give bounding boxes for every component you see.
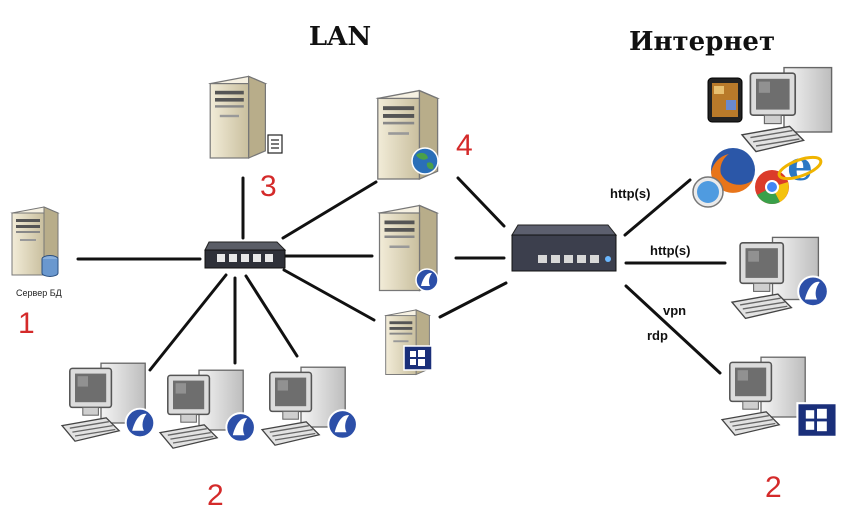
db-server (11, 206, 59, 277)
svg-text:e: e (787, 143, 812, 190)
link-router-browsers (623, 178, 692, 237)
document-icon (267, 134, 283, 154)
remote-client-app (731, 236, 829, 320)
file-server (209, 75, 283, 159)
lan-client-1 (61, 362, 156, 442)
db-server-number: 1 (18, 307, 35, 340)
windows-icon (403, 345, 433, 371)
windows-server (385, 309, 433, 375)
lan-client-3 (261, 366, 358, 446)
link-winserver-router (438, 281, 508, 319)
lan-client-2 (159, 369, 256, 449)
globe-icon (411, 147, 439, 175)
lan-clients-number: 2 (207, 479, 224, 511)
browser-client: e (692, 66, 833, 208)
link-webserver-router (456, 176, 506, 228)
link-switch-webserver (281, 180, 378, 240)
link-label-vpn: vpn (663, 303, 686, 318)
file-server-number: 3 (260, 170, 277, 203)
safari-icon (692, 176, 724, 208)
link-switch-winserver (282, 268, 376, 322)
app-icon (415, 268, 439, 292)
app-icon (797, 275, 829, 308)
web-server (377, 89, 439, 180)
link-label-http-mid: http(s) (650, 243, 690, 258)
app-icon (225, 412, 256, 443)
firefox-icon (711, 148, 755, 193)
ie-icon: e (777, 143, 823, 190)
router (511, 224, 618, 272)
windows-icon (796, 402, 838, 438)
lan-switch (204, 241, 287, 269)
link-switch-pc1 (148, 273, 228, 372)
database-icon (41, 255, 59, 277)
link-switch-pc3 (244, 274, 299, 358)
lan-heading: LAN (309, 22, 371, 52)
app-icon (327, 409, 358, 440)
app-icon (124, 407, 156, 439)
web-server-number: 4 (456, 129, 473, 162)
connections (76, 176, 727, 375)
remote-clients-number: 2 (765, 471, 782, 504)
link-label-http-top: http(s) (610, 186, 650, 201)
internet-heading: Интернет (629, 27, 775, 57)
app-server (378, 204, 439, 292)
db-server-caption: Сервер БД (16, 288, 62, 298)
remote-client-rdp (721, 356, 806, 436)
tablet-icon (707, 77, 743, 123)
link-router-rdp-pc (624, 284, 722, 375)
link-label-rdp: rdp (647, 328, 668, 343)
chrome-icon (755, 170, 789, 204)
